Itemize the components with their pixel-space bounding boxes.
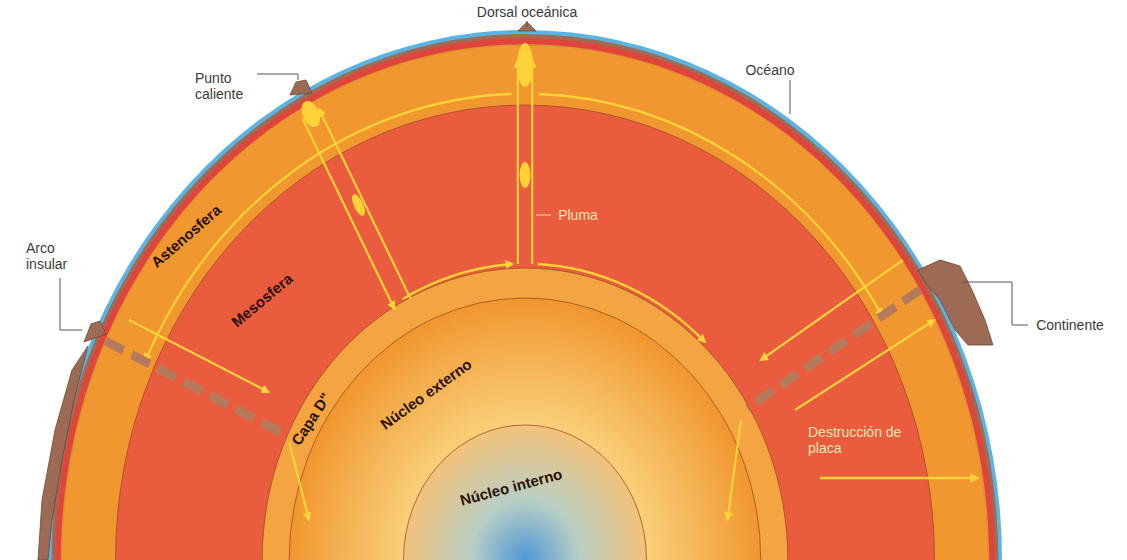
ocean-label: Océano (745, 62, 794, 78)
drawing-path (145, 94, 511, 361)
drawing-ellipse (349, 192, 367, 218)
drawing-path (918, 260, 993, 345)
drawing-path (303, 119, 395, 309)
drawing-circle (289, 298, 761, 560)
drawing-path (129, 320, 269, 392)
process-label: Destrucción de placa (808, 424, 904, 456)
flow-arrows (129, 60, 935, 520)
drawing-path (517, 60, 519, 264)
drawing-path (257, 74, 298, 80)
drawing-path (106, 341, 281, 432)
drawing-path (531, 60, 533, 264)
drawing-circle (262, 268, 788, 560)
drawing-path (84, 321, 106, 342)
drawing-circle (404, 425, 647, 560)
drawing-path (527, 21, 528, 27)
layers (48, 30, 1002, 560)
subducting-slabs (106, 290, 921, 432)
drawing-circle (55, 38, 995, 560)
drawing-path (747, 290, 920, 408)
flow-arrow (820, 477, 978, 479)
drawing-path (962, 282, 1028, 325)
drawing-path (319, 109, 411, 299)
ridge-label: Dorsal oceánica (477, 4, 577, 20)
drawing-circle (52, 34, 999, 560)
continent-label: Continente (1036, 317, 1104, 333)
drawing-path (790, 80, 791, 114)
island-arc-label: Arco insular (26, 240, 78, 272)
drawing-path (38, 346, 88, 560)
drawing-path (518, 22, 536, 31)
drawing-path (728, 420, 742, 520)
hotspot-label: Punto caliente (195, 70, 257, 102)
leader-lines (60, 21, 1028, 330)
plume-label: Pluma (558, 207, 598, 223)
drawing-path (289, 442, 309, 520)
drawing-circle (48, 30, 1002, 560)
plume-blobs (298, 43, 533, 218)
drawing-path (538, 264, 705, 342)
drawing-circle (61, 45, 988, 560)
drawing-path (290, 80, 312, 95)
drawing-path (539, 94, 883, 316)
drawing-path (60, 278, 82, 330)
drawing-path (536, 215, 551, 216)
drawing-ellipse (520, 162, 531, 188)
drawing-ellipse (298, 97, 324, 130)
drawing-circle (115, 105, 934, 560)
drawing-path (403, 264, 513, 299)
landforms (38, 22, 993, 560)
drawing-circle (61, 45, 988, 560)
drawing-ellipse (517, 43, 533, 87)
